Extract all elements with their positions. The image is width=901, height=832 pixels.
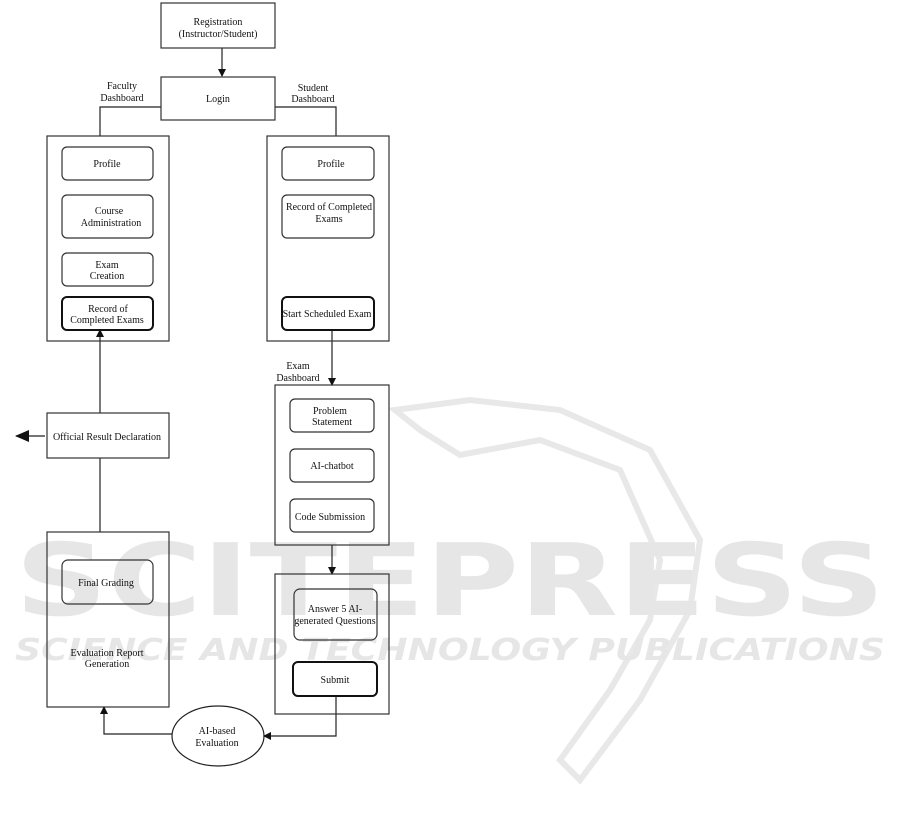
- svg-text:Registration(Instructor/Studen: Registration(Instructor/Student): [179, 17, 258, 40]
- final-grading: Final Grading: [78, 578, 134, 589]
- exam-code-submission: Code Submission: [295, 512, 365, 523]
- watermark-logo: [387, 396, 704, 785]
- watermark-subtitle: SCIENCE AND TECHNOLOGY PUBLICATIONS: [15, 633, 885, 668]
- watermark-title: SCITEPRESS: [15, 522, 885, 639]
- connectors: [15, 48, 337, 740]
- student-start-exam: Start Scheduled Exam: [283, 309, 372, 320]
- registration-node: Registration(Instructor/Student): [160, 2, 276, 49]
- answer-questions: Answer 5 AI-generated Questions: [294, 604, 375, 627]
- answer-panel: Answer 5 AI-generated Questions Submit: [274, 573, 390, 715]
- line-login-faculty: [99, 106, 161, 136]
- exam-ai-chatbot: AI-chatbot: [310, 461, 354, 472]
- login-node: Login: [160, 76, 276, 121]
- svg-text:Login: Login: [206, 94, 230, 105]
- watermark: SCITEPRESS SCIENCE AND TECHNOLOGY PUBLIC…: [15, 396, 885, 785]
- student-profile: Profile: [317, 159, 345, 170]
- arrow-submit-ai-evaluation: [263, 696, 337, 740]
- svg-text:Official Result Declaration: Official Result Declaration: [53, 432, 161, 443]
- arrow-ai-evaluation-report: [100, 706, 172, 735]
- faculty-profile: Profile: [93, 159, 121, 170]
- line-login-student: [275, 106, 337, 136]
- official-result-node: Official Result Declaration: [46, 412, 170, 459]
- submit-step: Submit: [321, 675, 350, 686]
